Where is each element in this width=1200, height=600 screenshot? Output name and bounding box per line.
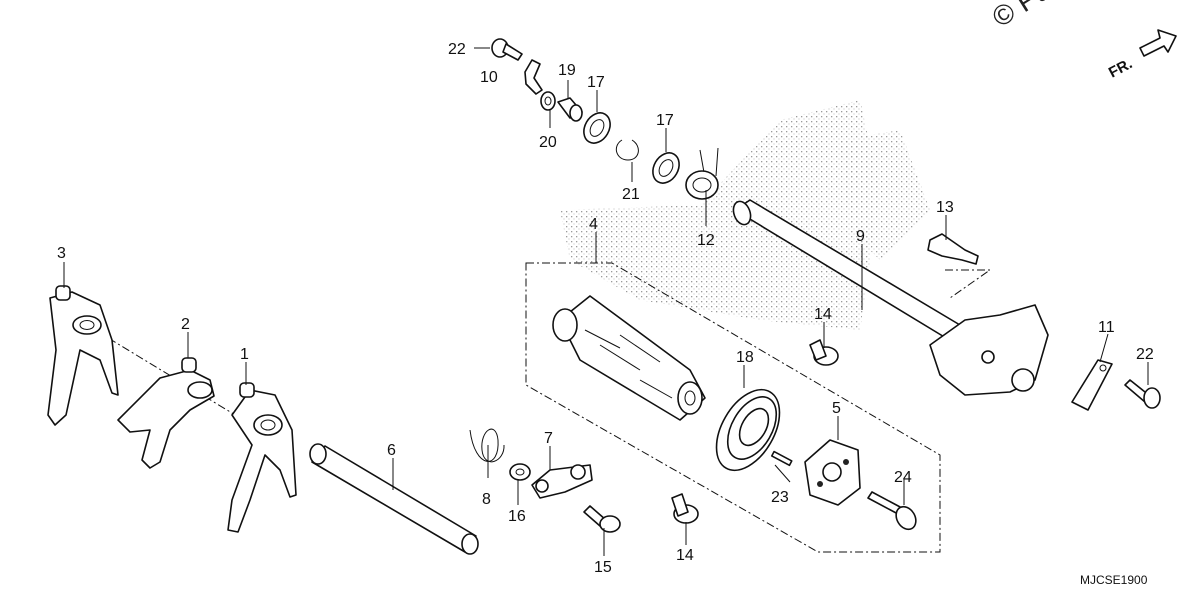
callout-10: 10 xyxy=(480,69,498,86)
callout-13: 13 xyxy=(936,199,954,216)
watermark-text: © Pa xyxy=(987,0,1057,33)
spring-8 xyxy=(469,428,505,463)
callout-16: 16 xyxy=(508,508,526,525)
arm-10 xyxy=(524,59,543,95)
callout-3: 3 xyxy=(57,245,66,262)
shift-spindle-9 xyxy=(732,199,1049,396)
callout-18: 18 xyxy=(736,349,754,366)
callout-21: 21 xyxy=(622,186,640,203)
callout-22-top: 22 xyxy=(448,41,466,58)
callout-8: 8 xyxy=(482,491,491,508)
callout-24: 24 xyxy=(894,469,912,486)
shift-fork-2 xyxy=(117,357,215,469)
washer-16 xyxy=(509,463,531,481)
plate-11 xyxy=(1071,359,1113,411)
bolt-14-lower xyxy=(671,493,699,524)
callout-12: 12 xyxy=(697,232,715,249)
pin-23 xyxy=(770,450,793,467)
front-indicator-label: FR. xyxy=(1106,55,1135,81)
shift-fork-3 xyxy=(47,285,119,426)
bearing-18 xyxy=(715,388,781,472)
shift-drum-4 xyxy=(552,295,706,421)
callout-7: 7 xyxy=(544,430,553,447)
callout-23: 23 xyxy=(771,489,789,506)
return-spring-12 xyxy=(685,147,719,200)
bolt-15 xyxy=(583,505,621,533)
diagram-code: MJCSE1900 xyxy=(1080,573,1148,587)
bolt-22-right xyxy=(1124,379,1161,409)
stopper-arm-7 xyxy=(531,464,593,499)
bolt-24 xyxy=(867,491,917,531)
callout-6: 6 xyxy=(387,442,396,459)
callout-17-left: 17 xyxy=(587,74,605,91)
callout-14-lower: 14 xyxy=(676,547,694,564)
bolt-axis-line xyxy=(945,269,992,299)
callout-17-right: 17 xyxy=(656,112,674,129)
drum-center-5 xyxy=(804,439,861,506)
callout-19: 19 xyxy=(558,62,576,79)
callout-22-right: 22 xyxy=(1136,346,1154,363)
callout-14-upper: 14 xyxy=(814,306,832,323)
callout-4: 4 xyxy=(589,216,598,233)
fork-shaft-6 xyxy=(309,443,479,555)
washer-17-a xyxy=(583,112,611,144)
bolt-14-upper xyxy=(809,339,839,366)
callout-15: 15 xyxy=(594,559,612,576)
callout-1: 1 xyxy=(240,346,249,363)
callout-20: 20 xyxy=(539,134,557,151)
bearing-20 xyxy=(540,91,556,111)
callout-9: 9 xyxy=(856,228,865,245)
bolt-22-top xyxy=(491,38,523,61)
callout-11: 11 xyxy=(1098,319,1115,336)
assembly-outline xyxy=(525,262,941,553)
background-stipple xyxy=(560,100,930,330)
callout-labels: 3 2 1 4 5 6 7 8 9 10 11 12 13 14 14 15 1… xyxy=(57,41,1154,576)
shift-fork-1 xyxy=(227,382,297,533)
collar-19 xyxy=(557,97,583,122)
callout-2: 2 xyxy=(181,316,190,333)
washer-17-b xyxy=(652,152,680,184)
front-arrow-icon: FR. xyxy=(1106,29,1177,82)
bolt-13 xyxy=(927,233,979,265)
circlip-21 xyxy=(615,139,639,161)
callout-5: 5 xyxy=(832,400,841,417)
leader-lines xyxy=(63,47,1149,556)
